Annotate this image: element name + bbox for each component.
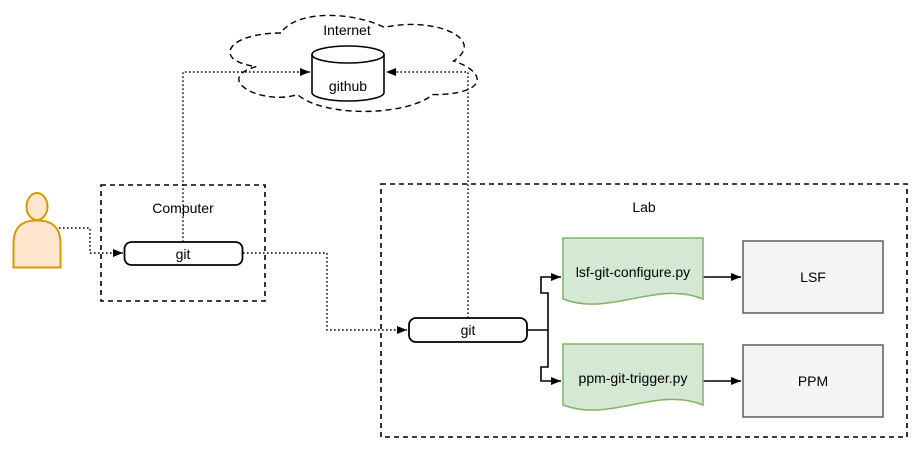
computer-git-to-github-connector xyxy=(182,68,310,242)
lab-git-to-github-connector xyxy=(386,68,469,318)
ppm-system-box xyxy=(742,344,884,418)
lsf-system-box xyxy=(742,240,884,314)
user-actor-icon xyxy=(12,192,62,269)
computer-git-node xyxy=(123,241,244,266)
lsf-script-document xyxy=(562,237,704,305)
lab-git-node xyxy=(408,317,528,343)
ppm-script-document xyxy=(562,343,704,411)
github-database-icon xyxy=(311,45,385,102)
computer-git-to-lab-git-connector xyxy=(243,252,407,334)
lab-group-box xyxy=(380,183,908,438)
git-to-ppm-script-connector xyxy=(540,330,561,385)
git-to-lsf-script-connector xyxy=(540,273,561,330)
user-to-computer-git-connector xyxy=(55,227,123,257)
